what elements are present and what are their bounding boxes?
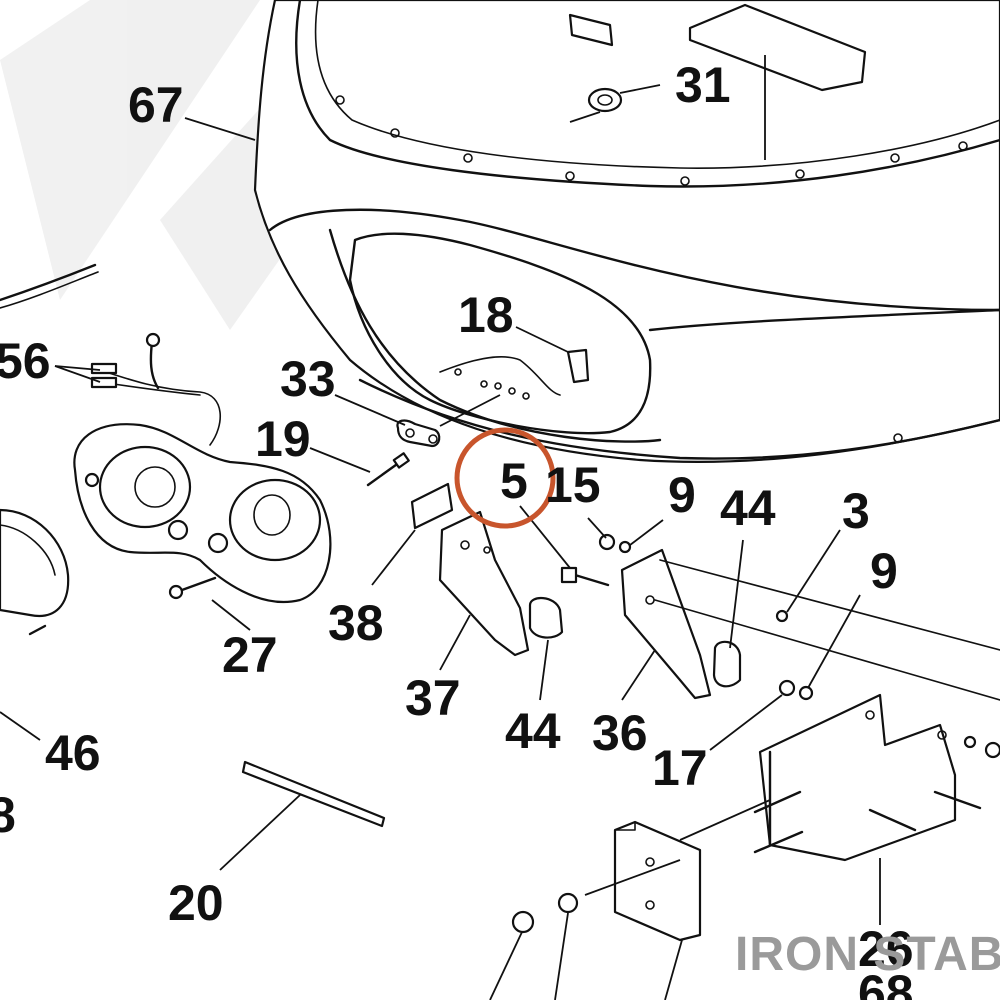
tie-strap-20	[241, 760, 386, 828]
callout-15: 15	[545, 457, 601, 513]
headlight-lens	[0, 508, 70, 618]
spacer-block	[613, 820, 702, 942]
nut-15	[598, 533, 616, 551]
headlight-ring-plate	[73, 423, 332, 603]
callout-44-lower: 44	[505, 703, 561, 759]
callout-20: 20	[168, 875, 224, 931]
callout-46: 46	[45, 725, 101, 781]
screw-3	[775, 609, 789, 623]
fairing-rivets	[335, 95, 968, 443]
bracket-26	[753, 693, 982, 862]
bracket-37	[438, 510, 530, 657]
callout-17: 17	[652, 740, 708, 796]
wire-harness-56	[0, 263, 222, 446]
callout-37: 37	[405, 670, 461, 726]
callout-56: 56	[0, 333, 51, 389]
callout-9-lower: 9	[870, 543, 898, 599]
fairing-body	[253, 0, 1000, 463]
screw-19	[366, 452, 410, 487]
bracket-33	[396, 419, 441, 448]
clamp-44-lower	[528, 597, 564, 639]
washers-right	[963, 735, 1000, 759]
callout-9-upper: 9	[668, 467, 696, 523]
callout-44-upper: 44	[720, 480, 776, 536]
callout-31: 31	[675, 57, 731, 113]
callout-27: 27	[222, 627, 278, 683]
washer-bottom	[557, 892, 579, 914]
callout-8: 8	[0, 787, 16, 843]
leader-lines	[0, 55, 881, 1000]
callout-68: 68	[858, 965, 914, 1000]
bracket-36	[620, 548, 742, 700]
callout-38: 38	[328, 595, 384, 651]
callout-5: 5	[500, 453, 528, 509]
washer-9a	[618, 540, 632, 554]
screw-small-left	[28, 624, 47, 636]
washer-9b	[798, 685, 814, 701]
grommet-31	[587, 87, 623, 113]
watermark-label: IRON STABLE	[735, 928, 1000, 981]
nut-bottom	[511, 910, 535, 934]
clip-18	[566, 348, 590, 384]
callout-18: 18	[458, 287, 514, 343]
plate-38	[410, 482, 454, 530]
studs	[753, 790, 982, 854]
mounting-rods	[654, 559, 1000, 701]
callout-labels: 67 31 18 56 33 19 5 15 9 44 3 9 38 27 37…	[0, 57, 914, 1000]
bolt-5	[560, 566, 610, 587]
screw-27	[168, 576, 217, 600]
top-plate	[568, 3, 867, 92]
highlight-circle-5	[454, 427, 556, 529]
callout-36: 36	[592, 705, 648, 761]
callout-67: 67	[128, 77, 184, 133]
callout-3: 3	[842, 483, 870, 539]
callout-26: 26	[858, 921, 914, 977]
callout-19: 19	[255, 411, 311, 467]
nut-17	[778, 679, 796, 697]
callout-33: 33	[280, 351, 336, 407]
